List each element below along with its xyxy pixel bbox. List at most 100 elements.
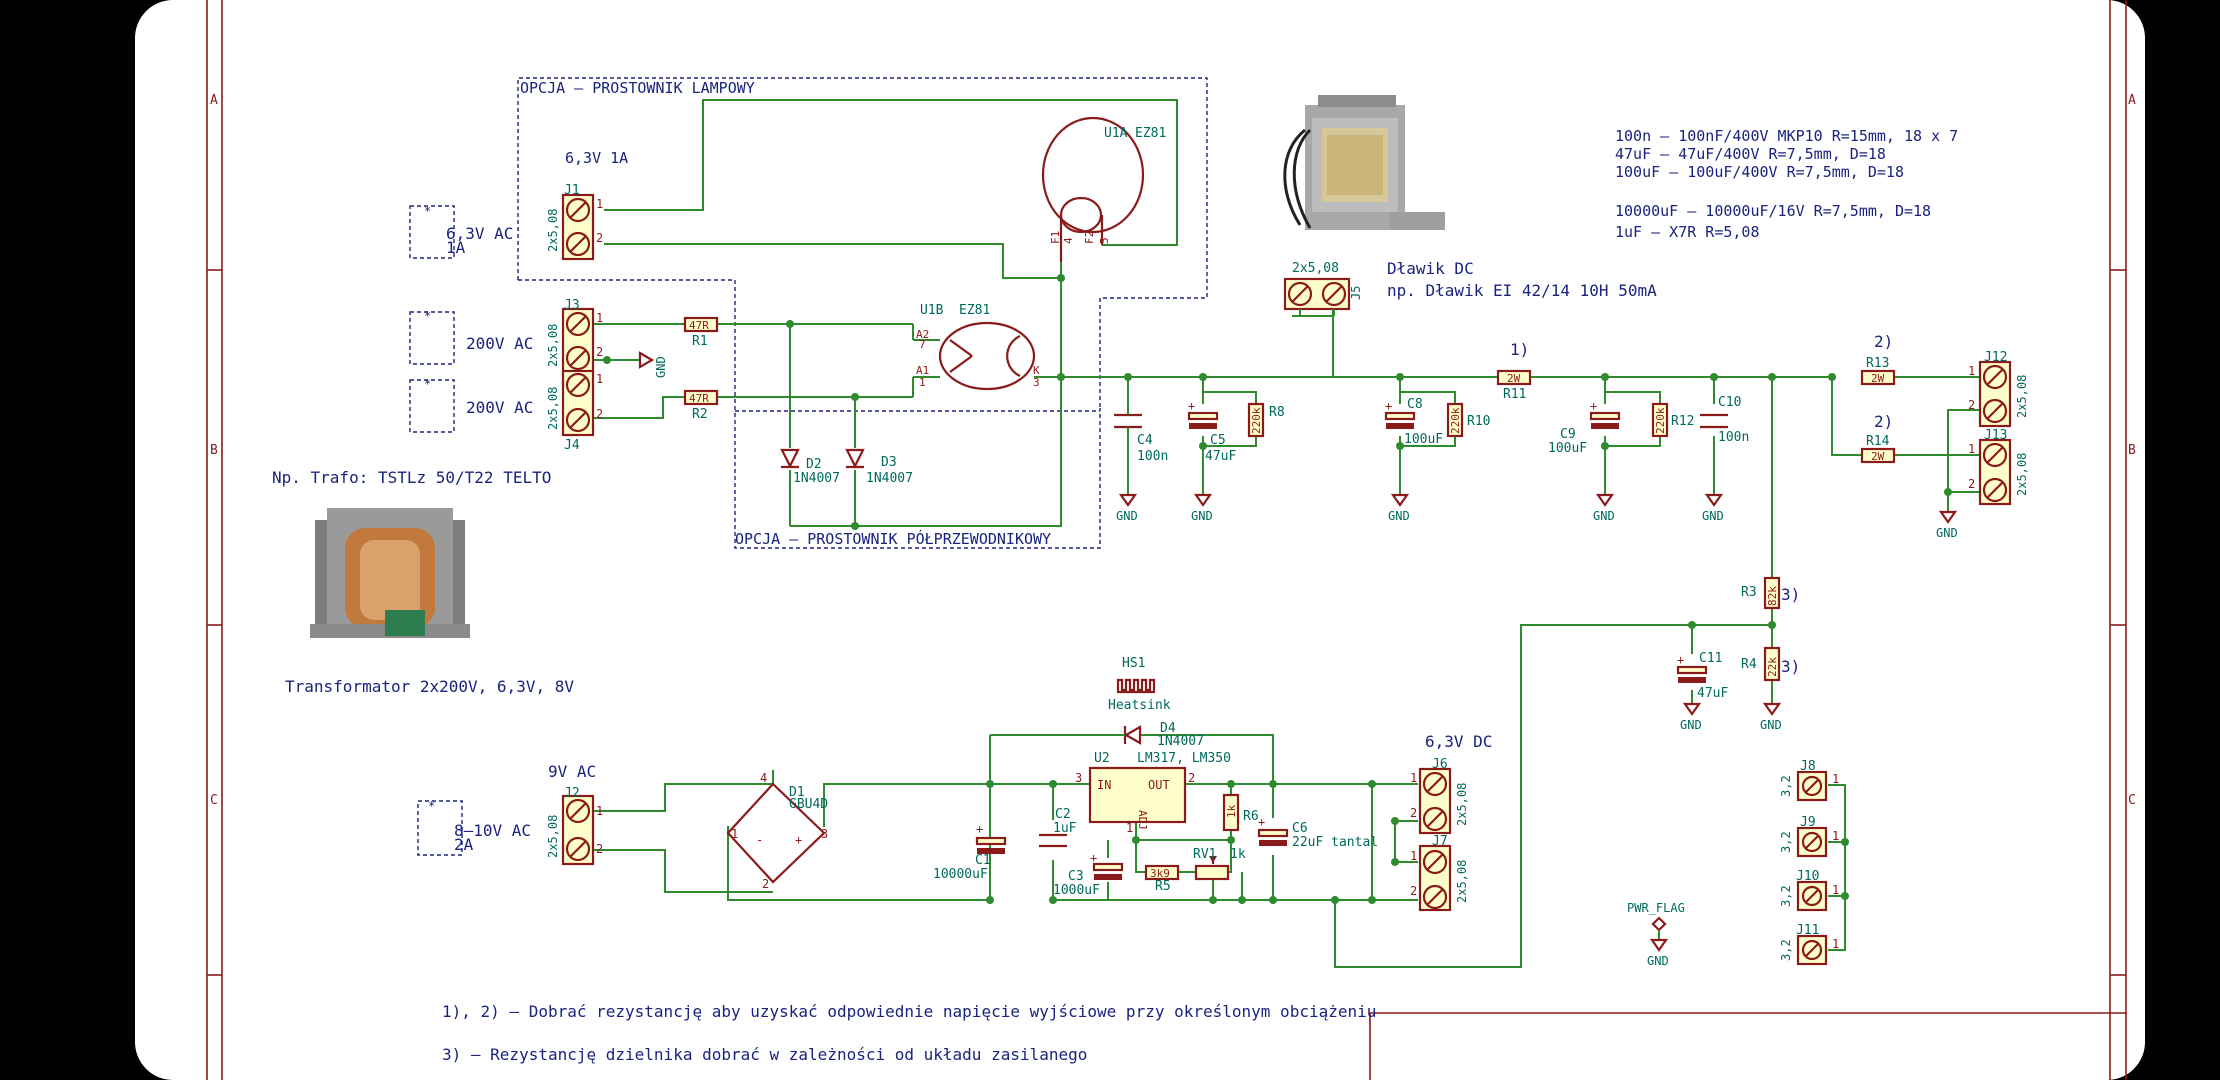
svg-text:1: 1 [1832, 772, 1839, 786]
svg-text:1: 1 [1968, 442, 1975, 456]
svg-text:3: 3 [821, 827, 828, 841]
footnotes: 1), 2) – Dobrać rezystancję aby uzyskać … [442, 1002, 1376, 1064]
capacitor-C1: + C1 10000uF [933, 822, 1007, 882]
resistor-R6: 1k R6 [1222, 793, 1259, 832]
value-label: 2W [1507, 372, 1521, 385]
marker-label: 2) [1874, 412, 1893, 431]
value-label: 22uF tantal [1292, 835, 1378, 850]
svg-text:4: 4 [760, 771, 767, 785]
ref-label: J5 [1349, 286, 1363, 300]
capacitor-C6: + C6 22uF tantal [1257, 815, 1378, 850]
input-label: 8–10V AC [454, 821, 531, 840]
svg-text:+: + [976, 822, 983, 836]
resistor-R2: 47R R2 [683, 389, 719, 422]
input-hv1: * 200V AC [409, 309, 533, 365]
terminal-J3: J3 2x5,08 1 2 [546, 298, 603, 375]
ref-label: R5 [1155, 879, 1171, 894]
gnd-label: GND [1191, 509, 1213, 523]
marker-label: 1) [1510, 340, 1529, 359]
option-label: OPCJA – PROSTOWNIK PÓŁPRZEWODNIKOWY [735, 529, 1051, 548]
value-label: 100n [1137, 449, 1168, 464]
svg-text:1: 1 [1126, 821, 1133, 835]
svg-text:2: 2 [1968, 398, 1975, 412]
value-label: EZ81 [1135, 126, 1166, 141]
ref-label: R11 [1503, 387, 1526, 402]
terminal-J12: J12 2x5,08 1 2 [1968, 350, 2029, 428]
note-line: 10000uF – 10000uF/16V R=7,5mm, D=18 [1615, 202, 1931, 220]
junctions [603, 274, 1952, 904]
value-label: 3k9 [1150, 867, 1170, 880]
value-label: 3,2 [1779, 885, 1793, 907]
svg-text:2: 2 [596, 345, 603, 359]
value-label: 2W [1871, 372, 1885, 385]
ref-label: U2 [1094, 751, 1110, 766]
svg-text:5: 5 [1098, 237, 1111, 244]
terminal-J8: J8 3,2 1 [1779, 759, 1839, 802]
transformer-caption: Np. Trafo: TSTLz 50/T22 TELTO [272, 468, 551, 487]
ref-label: C6 [1292, 821, 1308, 836]
tube-rectifier-option: OPCJA – PROSTOWNIK LAMPOWY 6,3V 1A [517, 77, 1208, 408]
svg-text:2: 2 [1410, 884, 1417, 898]
svg-text:3: 3 [1075, 771, 1082, 785]
resistor-R11: 2W R11 1) [1496, 340, 1532, 402]
svg-text:1: 1 [1832, 883, 1839, 897]
terminal-J7: J7 2x5,08 1 2 [1410, 834, 1469, 912]
value-label: 2x5,08 [546, 387, 560, 430]
choke-caption: Dławik DC [1387, 259, 1474, 278]
ref-label: HS1 [1122, 656, 1145, 671]
svg-text:*: * [428, 799, 435, 813]
gnd-label: GND [1388, 509, 1410, 523]
value-label: 220k [1250, 407, 1263, 434]
svg-text:+: + [1090, 851, 1097, 865]
component-notes: 100n – 100nF/400V MKP10 R=15mm, 18 x 7 4… [1615, 127, 1958, 241]
svg-text:+: + [1188, 399, 1195, 413]
ref-label: C4 [1137, 433, 1153, 448]
ref-label: RV1 [1193, 847, 1216, 862]
value-label: 1N4007 [866, 471, 913, 486]
svg-text:*: * [424, 377, 431, 391]
svg-text:2: 2 [762, 877, 769, 891]
grid-row-label: A [210, 93, 218, 108]
tube-U1A: U1A EZ81 F1 F2 4 5 [1041, 116, 1166, 262]
value-label: 2x5,08 [1455, 783, 1469, 826]
note-line: 47uF – 47uF/400V R=7,5mm, D=18 [1615, 145, 1886, 163]
footnote: 3) – Rezystancję dzielnika dobrać w zale… [442, 1045, 1087, 1064]
regulator-U2: IN OUT ADJ 3 2 1 U2 LM317, LM350 [1075, 751, 1231, 835]
value-label: 100uF [1548, 441, 1587, 456]
svg-text:K: K [1033, 364, 1040, 377]
svg-text:1: 1 [1968, 364, 1975, 378]
capacitor-C11: + C11 47uF [1676, 651, 1728, 701]
svg-text:+: + [1385, 399, 1392, 413]
ref-label: J13 [1984, 428, 2007, 443]
svg-text:2: 2 [1188, 771, 1195, 785]
svg-text:-: - [756, 833, 763, 847]
value-label: 2x5,08 [546, 815, 560, 858]
capacitor-C2: C2 1uF [1039, 807, 1077, 848]
svg-text:*: * [424, 309, 431, 323]
voltage-label: 6,3V 1A [565, 149, 628, 167]
gnd-label: GND [1702, 509, 1724, 523]
ref-label: R2 [692, 407, 708, 422]
svg-text:1: 1 [596, 311, 603, 325]
ref-label: C1 [975, 853, 991, 868]
svg-text:1: 1 [596, 804, 603, 818]
svg-text:ADJ: ADJ [1136, 810, 1149, 830]
value-label: 47uF [1205, 449, 1236, 464]
value-label: 2x5,08 [2015, 453, 2029, 496]
capacitor-C9: + C9 100uF [1548, 399, 1621, 456]
ref-label: C11 [1699, 651, 1722, 666]
ref-label: J9 [1800, 815, 1816, 830]
svg-text:2: 2 [596, 231, 603, 245]
ground-symbols: GND GND GND GND GND GND GND GND GND PWR_… [638, 351, 1958, 968]
svg-text:3: 3 [1033, 376, 1040, 389]
resistor-R5: 3k9 R5 [1144, 864, 1180, 894]
ref-label: D3 [881, 455, 897, 470]
value-label: 1k [1230, 847, 1246, 862]
value-label: 47R [689, 319, 709, 332]
grid-row-label: C [2128, 793, 2136, 808]
svg-text:1: 1 [1832, 937, 1839, 951]
capacitor-C5: + C5 47uF [1187, 399, 1236, 464]
capacitor-C8: + C8 100uF [1384, 397, 1443, 447]
svg-text:A1: A1 [916, 364, 929, 377]
option-label: OPCJA – PROSTOWNIK LAMPOWY [520, 79, 755, 97]
